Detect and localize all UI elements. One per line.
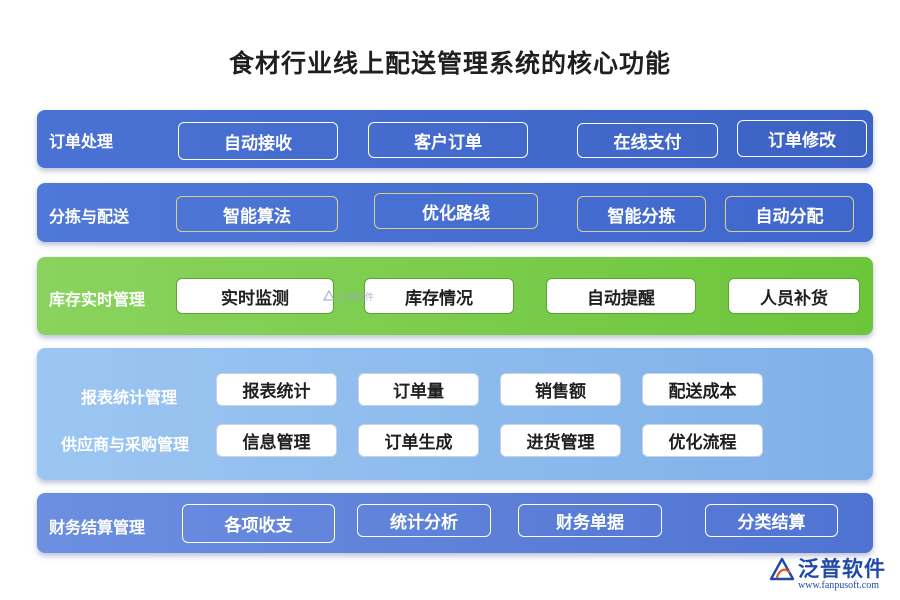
- box-purchase-management: 进货管理: [500, 424, 621, 457]
- box-info-management: 信息管理: [216, 424, 337, 457]
- box-auto-assign: 自动分配: [725, 196, 854, 232]
- box-customer-order: 客户订单: [368, 122, 528, 158]
- box-category-settlement: 分类结算: [705, 504, 838, 537]
- box-delivery-cost: 配送成本: [642, 373, 763, 406]
- band-label-inventory: 库存实时管理: [49, 290, 146, 309]
- brand-mark-icon: [769, 557, 795, 581]
- band-reports-suppliers: 报表统计管理 供应商与采购管理 报表统计 订单量 销售额 配送成本 信息管理 订…: [37, 348, 873, 480]
- box-realtime-monitor: 实时监测: [176, 278, 334, 314]
- band-label-order-processing: 订单处理: [49, 132, 114, 151]
- box-optimize-process: 优化流程: [642, 424, 763, 457]
- box-smart-algorithm: 智能算法: [176, 196, 338, 232]
- band-order-processing: 订单处理 自动接收 客户订单 在线支付 订单修改: [37, 110, 873, 168]
- band-inventory: 库存实时管理 实时监测 库存情况 自动提醒 人员补货: [37, 257, 873, 335]
- box-smart-sorting: 智能分拣: [577, 196, 706, 232]
- box-inventory-status: 库存情况: [364, 278, 514, 314]
- box-staff-restock: 人员补货: [728, 278, 860, 314]
- band-sorting-delivery: 分拣与配送 智能算法 优化路线 智能分拣 自动分配: [37, 183, 873, 242]
- box-online-payment: 在线支付: [577, 123, 718, 158]
- box-auto-receive: 自动接收: [178, 122, 338, 160]
- band-label-reports: 报表统计管理: [81, 388, 178, 407]
- box-order-generation: 订单生成: [358, 424, 479, 457]
- brand-url: www.fanpusoft.com: [798, 580, 880, 591]
- box-order-volume: 订单量: [358, 373, 479, 406]
- band-label-sorting-delivery: 分拣与配送: [49, 207, 130, 226]
- watermark-text: 泛普软件: [338, 292, 375, 303]
- box-finance-docs: 财务单据: [518, 504, 662, 537]
- box-sales-amount: 销售额: [500, 373, 621, 406]
- diagram-title: 食材行业线上配送管理系统的核心功能: [228, 49, 671, 78]
- brand-logo: 泛普软件 www.fanpusoft.com: [768, 553, 893, 595]
- watermark-logo-icon: [322, 289, 336, 301]
- box-report-stats: 报表统计: [216, 373, 337, 406]
- band-finance: 财务结算管理 各项收支 统计分析 财务单据 分类结算: [37, 493, 873, 553]
- band-label-finance: 财务结算管理: [49, 518, 146, 537]
- band-label-suppliers: 供应商与采购管理: [61, 435, 190, 454]
- box-auto-reminder: 自动提醒: [546, 278, 696, 314]
- brand-name: 泛普软件: [798, 557, 886, 581]
- watermark: 泛普软件: [322, 286, 378, 306]
- box-income-expense: 各项收支: [182, 504, 335, 543]
- box-stat-analysis: 统计分析: [357, 504, 491, 537]
- box-order-modify: 订单修改: [737, 120, 867, 157]
- box-optimize-route: 优化路线: [374, 193, 538, 229]
